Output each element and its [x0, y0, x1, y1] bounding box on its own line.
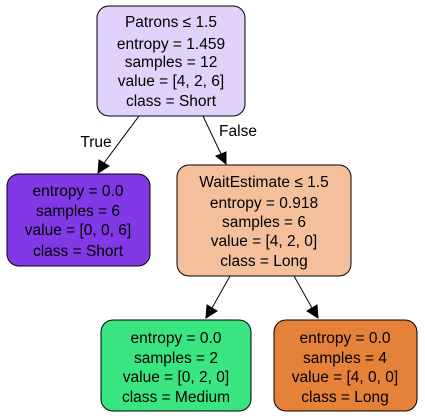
- node-left-entropy: entropy = 0.0: [33, 183, 124, 200]
- edge-root-right-arrow: [215, 151, 227, 166]
- node-left-class: class = Short: [33, 243, 124, 260]
- edge-right-rightleft-line: [211, 275, 231, 309]
- tree-node-right-right: entropy = 0.0 samples = 4 value = [4, 0,…: [273, 319, 418, 412]
- edge-right-rightright-arrow: [306, 304, 319, 319]
- node-left-samples: samples = 6: [36, 203, 120, 220]
- node-left-box: [6, 173, 151, 267]
- node-root-value: value = [4, 2, 6]: [118, 73, 224, 90]
- edge-root-right: False: [202, 115, 257, 166]
- node-right-left-samples: samples = 2: [134, 350, 218, 367]
- edge-right-rightright: [293, 275, 319, 319]
- node-right-right-box: [273, 319, 418, 412]
- edge-right-rightright-line: [293, 275, 313, 309]
- node-right-left-box: [100, 319, 252, 412]
- edge-label-true: True: [80, 134, 111, 151]
- edge-right-rightleft: [205, 275, 231, 319]
- edge-label-false: False: [219, 123, 257, 140]
- tree-node-root: Patrons ≤ 1.5 entropy = 1.459 samples = …: [96, 5, 246, 117]
- node-root-entropy: entropy = 1.459: [117, 36, 225, 53]
- node-right-box: [176, 164, 352, 277]
- node-right-left-value: value = [0, 2, 0]: [123, 369, 229, 386]
- node-right-right-entropy: entropy = 0.0: [300, 330, 391, 347]
- node-right-class: class = Long: [220, 253, 307, 270]
- node-right-right-samples: samples = 4: [303, 350, 387, 367]
- node-right-left-entropy: entropy = 0.0: [131, 330, 222, 347]
- node-right-right-class: class = Long: [301, 389, 388, 406]
- node-right-entropy: entropy = 0.918: [210, 195, 318, 212]
- edges-layer: True False: [80, 115, 319, 319]
- tree-node-right-left: entropy = 0.0 samples = 2 value = [0, 2,…: [100, 319, 252, 412]
- edge-root-left-line: [103, 115, 140, 164]
- node-right-value: value = [4, 2, 0]: [211, 233, 317, 250]
- node-root-split: Patrons ≤ 1.5: [125, 14, 217, 31]
- edge-right-rightleft-arrow: [205, 304, 218, 319]
- edge-root-left-arrow: [97, 159, 110, 174]
- node-left-value: value = [0, 0, 6]: [25, 222, 131, 239]
- edge-root-right-line: [202, 115, 222, 155]
- node-right-right-value: value = [4, 0, 0]: [292, 369, 398, 386]
- node-right-left-class: class = Medium: [122, 389, 230, 406]
- tree-node-left: entropy = 0.0 samples = 6 value = [0, 0,…: [6, 173, 151, 267]
- node-root-samples: samples = 12: [125, 54, 218, 71]
- node-root-class: class = Short: [126, 93, 217, 110]
- node-root-box: [96, 5, 246, 117]
- node-right-split: WaitEstimate ≤ 1.5: [199, 174, 328, 191]
- edge-root-left: True: [80, 115, 140, 174]
- node-right-samples: samples = 6: [222, 214, 306, 231]
- tree-node-right: WaitEstimate ≤ 1.5 entropy = 0.918 sampl…: [176, 164, 352, 277]
